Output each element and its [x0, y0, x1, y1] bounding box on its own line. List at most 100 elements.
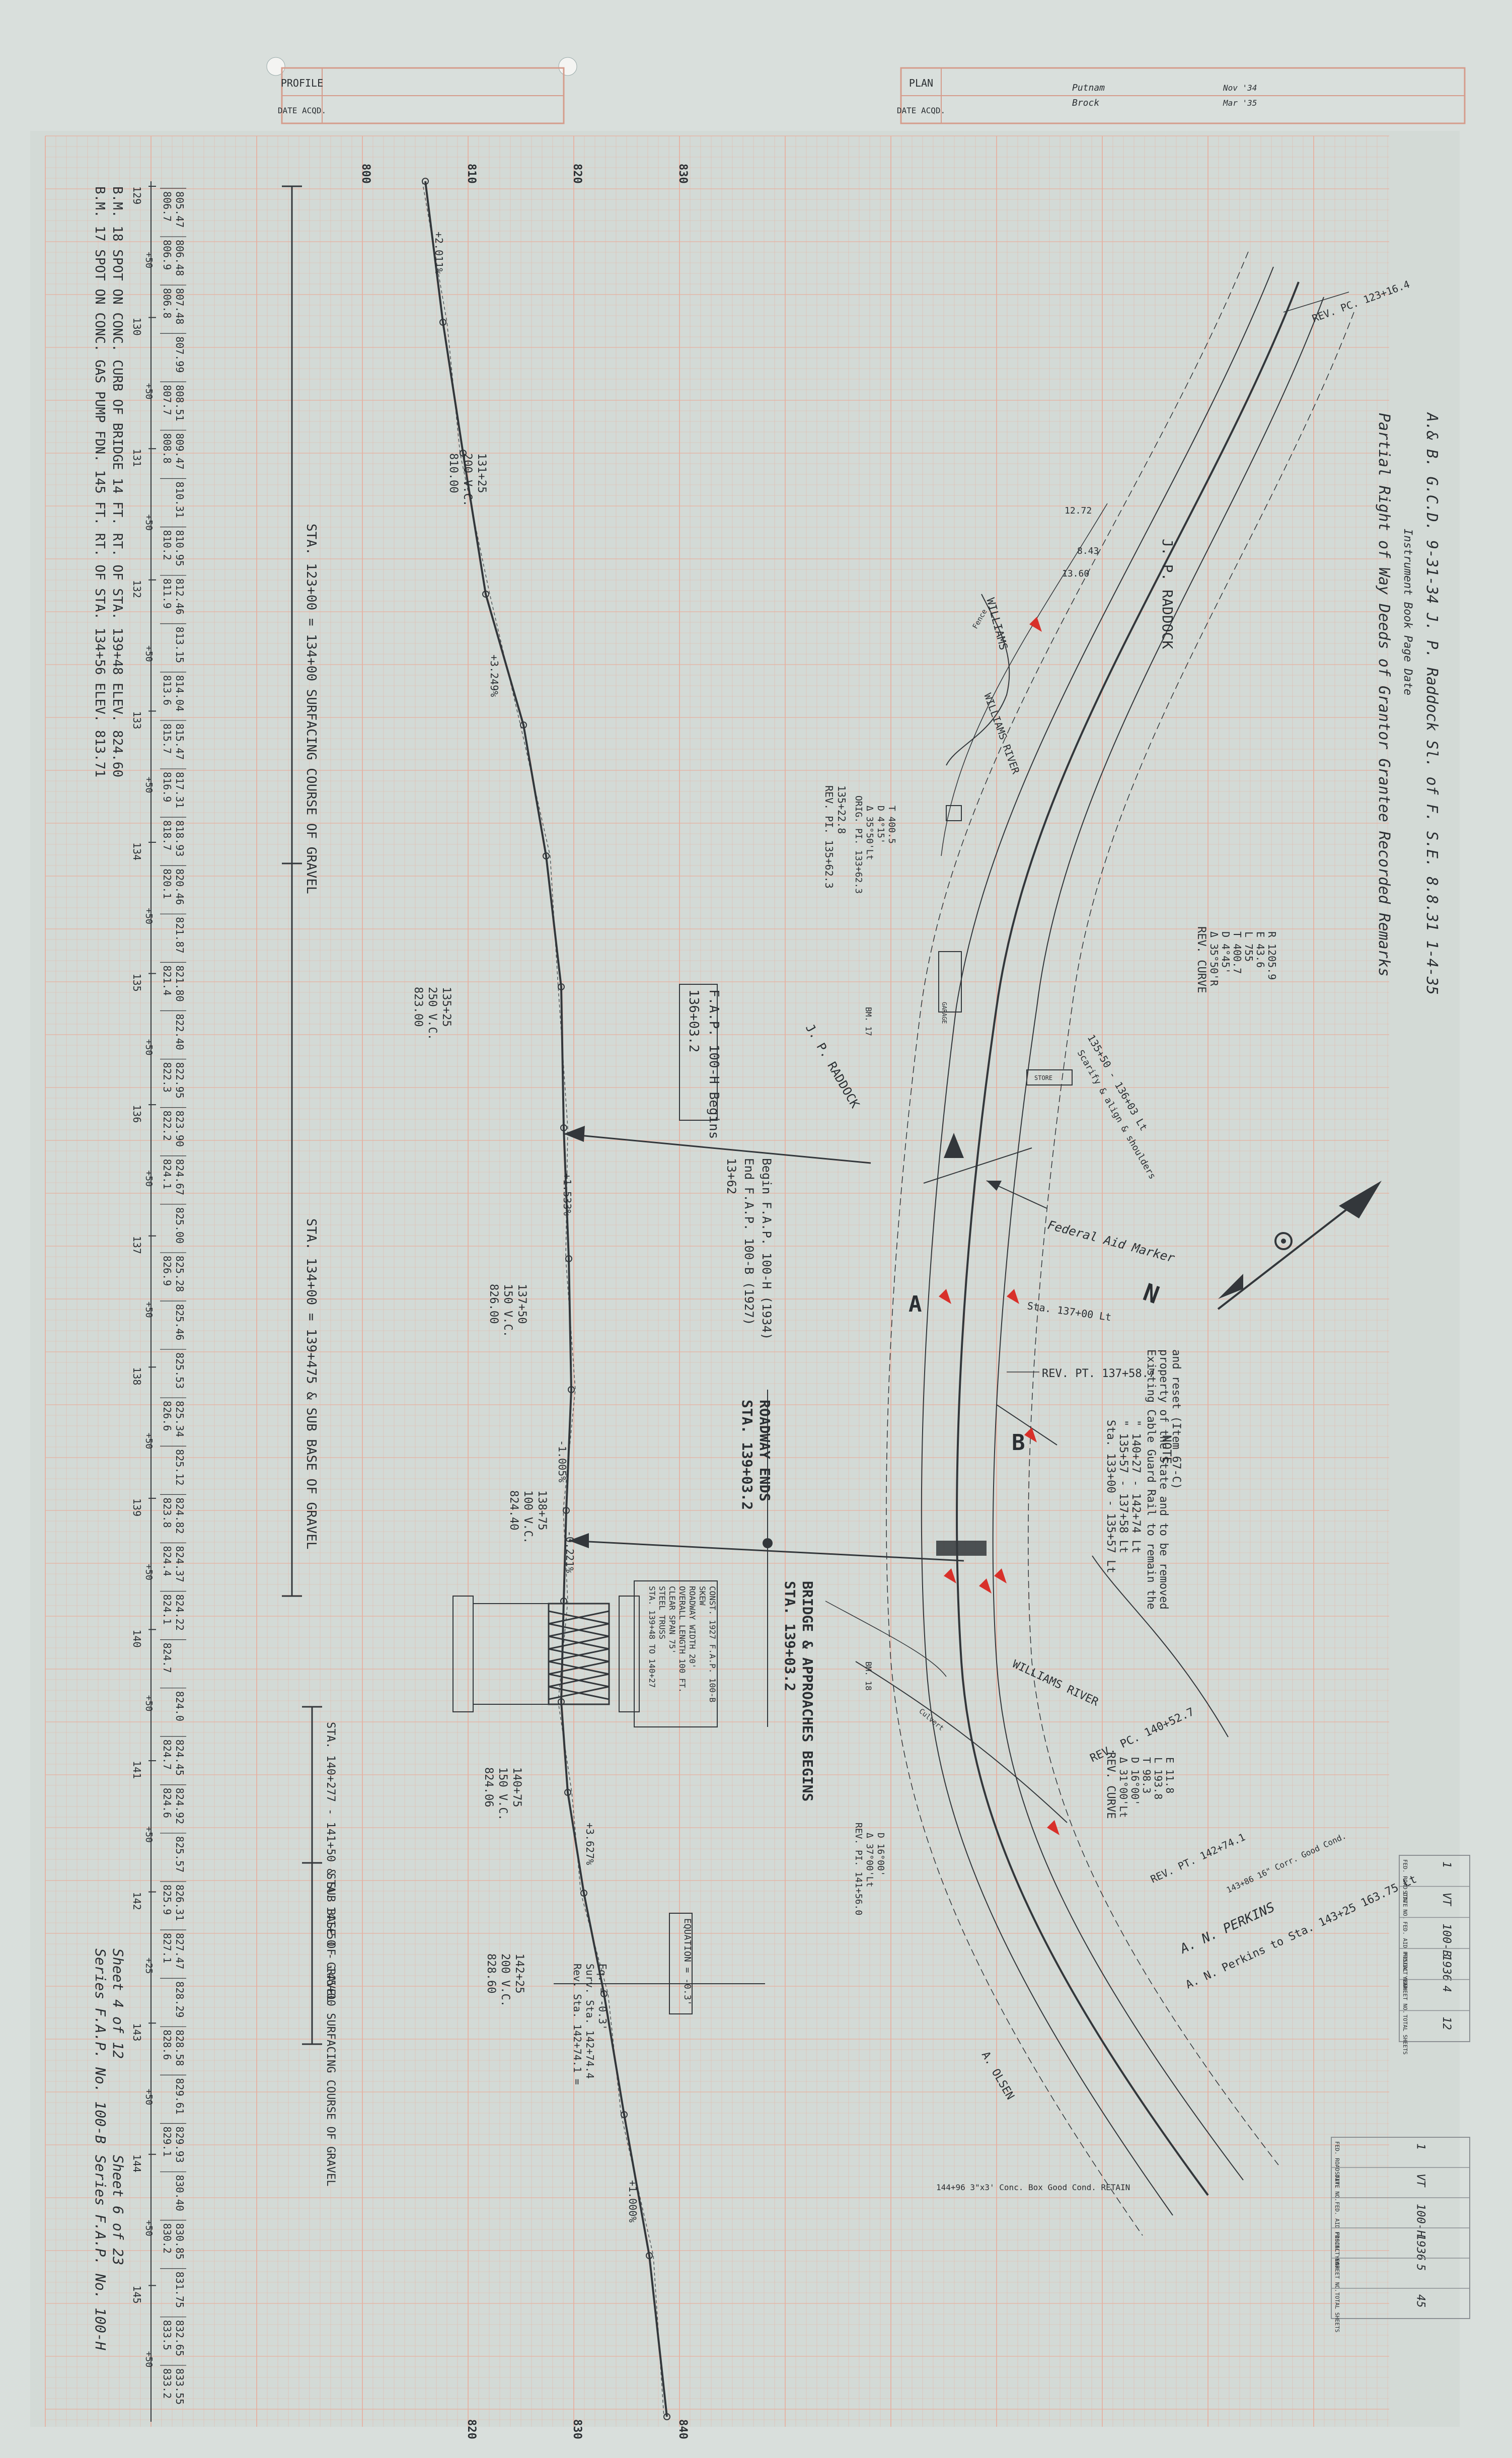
rev-pi2-0: REV. PI. 141+56.0 [853, 1823, 864, 1915]
fap-end-text: End F.A.P. 100-B (1927) [742, 1158, 756, 1325]
plan-title-block: PLAN DATE ACQD. Putnam Brock Nov '34 Mar… [897, 67, 1466, 124]
station-offset: +50 [143, 2220, 154, 2236]
station-number: 129 [131, 186, 143, 204]
grade-elevation: 810.95 [174, 530, 186, 566]
curve2-1: Δ 31°00'Lt [1117, 1757, 1129, 1818]
index-header: STATE [1402, 1891, 1408, 1907]
grade-percent-label: +2.011% [433, 232, 445, 274]
plan-note-6: and reset (Item 67-C) [1170, 1349, 1182, 1489]
ground-elevation: 824.7 [161, 1643, 173, 1673]
ground-elevation: 822.2 [161, 1111, 173, 1141]
grade-line [424, 181, 668, 2417]
index-value: 1 [1440, 1861, 1453, 1868]
elev-label-830: 830 [676, 164, 689, 184]
curve2-5: E 11.8 [1164, 1757, 1176, 1793]
plan-title-note-3: A.& B. G.C.D. 9-31-34 J. P. Raddock Sl. … [1423, 412, 1441, 995]
title-block-right-label-2: DATE ACQD. [897, 106, 945, 115]
index-header: FED. AID PROJECT NO. [1402, 1921, 1408, 1988]
road-edge-right [992, 297, 1324, 2181]
grade-elevation: 832.65 [174, 2320, 186, 2356]
vpi-point [560, 1124, 567, 1131]
grade-elevation: 806.48 [174, 240, 186, 276]
grade-percent-label: +3.249% [488, 655, 500, 697]
grade-elevation: 825.57 [174, 1836, 186, 1872]
station-offset: +50 [143, 777, 154, 793]
small-label-1272: 12.72 [1065, 505, 1092, 516]
station-offset: +50 [143, 514, 154, 531]
ground-elevation: 826.9 [161, 1256, 173, 1286]
river-bank-lower-1 [1092, 1555, 1229, 1738]
vertical-curve-text: 150 V.C. [501, 1284, 514, 1337]
station-offset: +50 [143, 1039, 154, 1056]
vertical-curve-text: 131+25 [475, 453, 488, 493]
date-mar35: Mar '35 [1223, 98, 1257, 108]
grade-elevation: 824.67 [174, 1159, 186, 1195]
station-number: 138 [131, 1367, 143, 1385]
grade-percent-label: -0.221% [564, 1531, 576, 1573]
ground-elevation: 810.2 [161, 530, 173, 560]
station-offset: +50 [143, 1170, 154, 1187]
index-value: VT [1414, 2174, 1427, 2188]
profile-title-block: PROFILE DATE ACQD. [278, 67, 565, 124]
vpi-point [565, 1255, 572, 1262]
grade-elevation: 824.82 [174, 1497, 186, 1534]
roadway-ends: ROADWAY ENDS [757, 1400, 773, 1501]
vpi-point [439, 319, 446, 326]
ground-elevation: 824.1 [161, 1159, 173, 1189]
rev-pi2-1: Δ 37°00'Lt [864, 1833, 875, 1887]
station-offset: +50 [143, 908, 154, 924]
vertical-curve-text: 250 V.C. [426, 987, 438, 1040]
grade-elevation: 805.47 [174, 191, 186, 228]
small-label-bm18: BM. 18 [864, 1661, 873, 1691]
red-mark-3 [1024, 1427, 1037, 1442]
grade-elevation: 824.0 [174, 1691, 186, 1721]
grade-elevation: 824.37 [174, 1546, 186, 1582]
vpi-point [621, 2111, 628, 2118]
title-block-left-label-2: DATE ACQD. [278, 106, 326, 115]
ground-elevation: 833.2 [161, 2368, 173, 2399]
ground-elevation: 823.8 [161, 1497, 173, 1528]
bridge-note-3: OVERALL LENGTH 100 FT. [677, 1586, 687, 1693]
ground-elevation: 827.1 [161, 1933, 173, 1963]
fap-begin-station: 136+03.2 [686, 989, 701, 1052]
grade-elevation: 830.85 [174, 2223, 186, 2260]
vpi-point [646, 2252, 653, 2259]
red-mark-6 [979, 1578, 992, 1594]
index-value: 12 [1440, 2016, 1453, 2030]
surfacing-note-4: STA. 141+50 - 145+00 SURFACING COURSE OF… [324, 1873, 337, 2187]
river-bank-upper [946, 594, 1010, 766]
grade-elevation: 828.58 [174, 2030, 186, 2066]
plan-title-note-1: Partial Right of Way Deeds of Grantor Gr… [1375, 413, 1393, 977]
index-value: 45 [1414, 2294, 1427, 2308]
grade-elevation: 814.04 [174, 675, 186, 711]
row-line-right [1028, 312, 1354, 2165]
bridge-note-1: STEEL TRUSS [657, 1586, 667, 1639]
elev-label-b-820: 820 [465, 2419, 478, 2439]
roadway-bridge-annotation: STA. 139+03.2 ROADWAY ENDS STA. 139+03.2… [568, 1390, 964, 1801]
red-mark-5 [994, 1568, 1007, 1583]
vpi-point [543, 852, 550, 859]
ground-elevation: 813.6 [161, 675, 173, 705]
ground-elevation: 824.1 [161, 1595, 173, 1625]
ground-elevation: 806.7 [161, 191, 173, 222]
rev-pi-1: 135+22.8 [836, 785, 848, 834]
old-road [941, 503, 1108, 856]
surfacing-note-2: STA. 134+00 = 139+475 & SUB BASE OF GRAV… [304, 1218, 319, 1549]
bridge-note-2: CLEAR SPAN 75' [667, 1586, 677, 1654]
grade-elevation: 831.75 [174, 2272, 186, 2308]
grade-elevation: 822.95 [174, 1062, 186, 1099]
station-number: 137 [131, 1236, 143, 1254]
station-number: 145 [131, 2285, 143, 2303]
garage-building [938, 951, 962, 1013]
station-offset: +50 [143, 1302, 154, 1318]
grade-percent-label: +1.000% [627, 2180, 639, 2222]
plan-note-0: NOTE [1160, 1435, 1174, 1464]
grade-elevation: 825.28 [174, 1256, 186, 1292]
station-number: 140 [131, 1629, 143, 1647]
bridge-truss [452, 1596, 640, 1712]
vertical-curve-text: 826.00 [487, 1284, 500, 1324]
grade-percent-label: -1.005% [556, 1440, 568, 1482]
river-bank-lower-3 [825, 1601, 947, 1677]
